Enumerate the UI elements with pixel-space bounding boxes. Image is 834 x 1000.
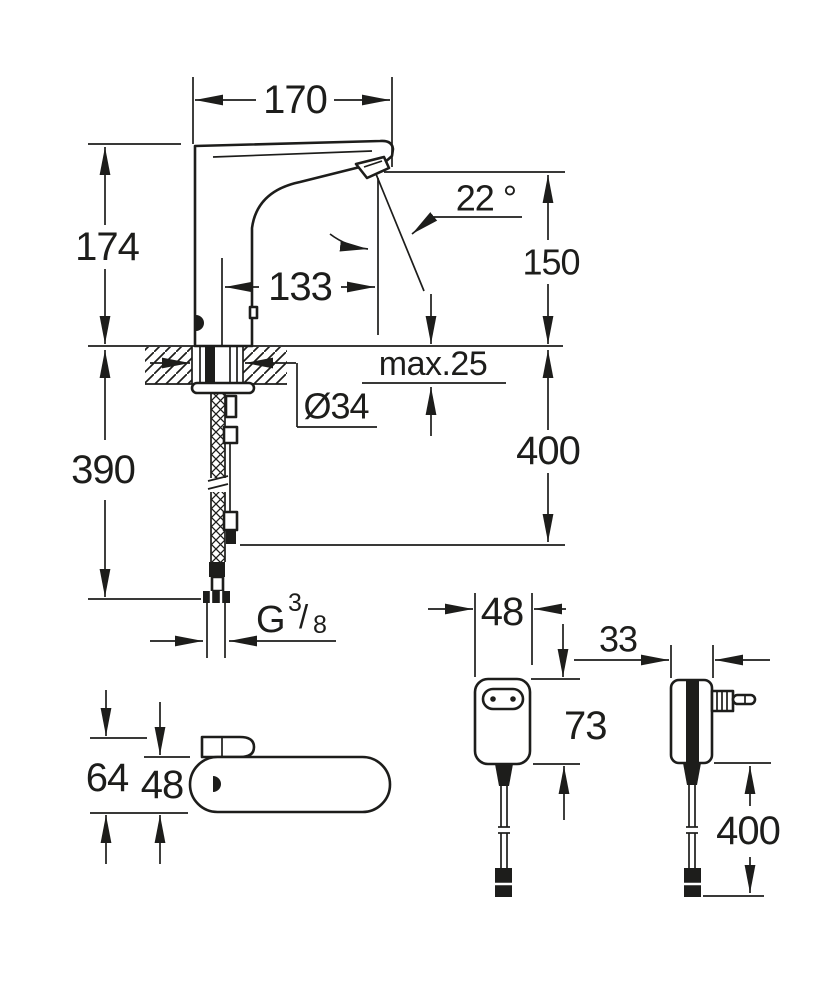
deck-hatching-right <box>243 347 287 384</box>
dim-label-cable-length: 400 <box>716 809 780 853</box>
top-view-sensor <box>213 776 221 792</box>
dimension-top-depth-64: 64 <box>86 690 188 864</box>
adapter-strain-relief-side <box>683 763 701 785</box>
dimension-hose-length-390: 390 <box>71 350 201 600</box>
deck-hatching-left <box>145 347 192 384</box>
dim-label-angle: 22 ° <box>456 178 516 219</box>
hose-end-neck <box>210 575 225 593</box>
dimension-outlet-height-150: 150 <box>384 171 581 344</box>
hose-union-nut <box>203 591 230 603</box>
dim-label-center-to-outlet: 133 <box>268 265 332 309</box>
dim-label-outlet-height: 150 <box>522 242 579 283</box>
angle-line <box>375 173 425 292</box>
dim-label-adapter-depth: 33 <box>599 619 637 660</box>
power-adapter-side-view: 33 400 <box>574 619 781 897</box>
dim-label-overall-depth: 64 <box>86 756 129 800</box>
braided-hose-lower <box>211 492 225 562</box>
hose-end-fitting <box>209 562 225 577</box>
dimension-adapter-depth-33: 33 <box>574 619 770 678</box>
cable-connector-upper <box>224 394 238 419</box>
thread-letter: G <box>256 599 286 641</box>
pillar-side-detail <box>248 305 259 320</box>
dimension-top-body-48: 48 <box>141 702 190 864</box>
top-view-body <box>188 755 392 814</box>
leader-arrow <box>411 212 438 235</box>
angle-arc-arrow <box>329 233 369 252</box>
dim-label-hose-length: 390 <box>71 448 135 492</box>
dimension-adapter-width-48: 48 <box>428 590 566 677</box>
top-view-lever <box>200 735 256 759</box>
dim-label-spout-reach: 170 <box>263 78 327 122</box>
dimension-max-deck-25: max.25 <box>362 294 506 436</box>
dimension-hole-diameter-34: Ø34 <box>150 357 377 428</box>
thread-slash: / <box>299 598 309 635</box>
aerator-inner-line <box>363 160 383 168</box>
cable-connector <box>495 868 512 897</box>
hose-break-mark <box>207 483 229 490</box>
mounting-flange <box>190 381 256 395</box>
dim-label-connection-length: 400 <box>516 429 580 473</box>
dimension-spout-angle-22: 22 ° <box>329 173 522 335</box>
cable-connector-side <box>684 868 701 897</box>
faucet-side-view <box>88 139 563 658</box>
dim-label-adapter-width: 48 <box>481 590 524 634</box>
socket-hole-right <box>510 696 516 702</box>
adapter-side-stripe <box>686 681 699 762</box>
dim-label-height: 174 <box>75 225 139 269</box>
dimension-height-174: 174 <box>75 143 181 344</box>
dimension-cable-length-400: 400 <box>703 762 781 897</box>
sensor-window <box>196 315 204 331</box>
faucet-body-outline <box>193 139 395 348</box>
dim-label-max-deck: max.25 <box>379 345 488 383</box>
faucet-top-view: 64 48 <box>86 690 392 864</box>
dim-label-adapter-height: 73 <box>564 704 607 748</box>
cable-plug-housing <box>222 510 239 532</box>
dim-label-hole-diameter: Ø34 <box>303 386 368 427</box>
socket-hole-left <box>490 696 496 702</box>
power-adapter-front-view: 48 73 <box>428 590 608 897</box>
dimension-adapter-height-73: 73 <box>531 624 608 820</box>
faucet-top-inner-line <box>212 150 373 158</box>
shank-dark-strip <box>205 347 215 384</box>
dimension-thread-g38: G 3 / 8 <box>150 589 336 647</box>
dim-label-body-depth: 48 <box>141 763 184 807</box>
adapter-socket-face <box>481 687 525 711</box>
dimension-connection-length-400: 400 <box>240 350 581 546</box>
cable-connector-mid <box>222 425 239 445</box>
cable-plug-tip <box>226 530 236 544</box>
hose-break-mark <box>207 475 229 482</box>
braided-hose-upper <box>211 393 225 478</box>
adapter-strain-relief <box>495 764 513 786</box>
plug-pin <box>731 693 757 706</box>
thread-denominator: 8 <box>313 611 327 639</box>
thread-numerator: 3 <box>288 589 302 617</box>
dimension-spout-reach-170: 170 <box>192 77 393 167</box>
dimension-center-to-outlet-133: 133 <box>221 258 375 345</box>
